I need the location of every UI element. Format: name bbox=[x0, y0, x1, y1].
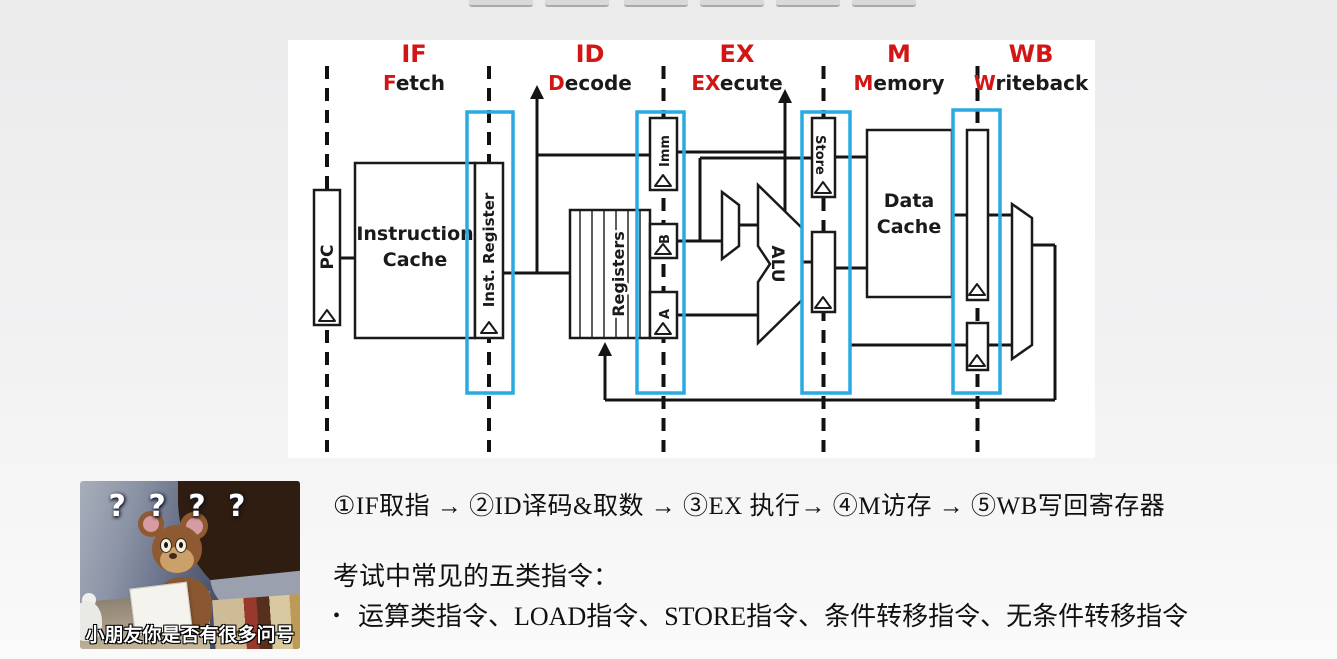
imm-register-label: Imm bbox=[658, 135, 673, 167]
data-cache-label-line2: Cache bbox=[877, 216, 941, 238]
jerry-tail bbox=[206, 615, 242, 637]
register-file-stripes bbox=[579, 210, 641, 338]
jerry-pupil-left bbox=[164, 542, 168, 548]
instruction-cache-label-line2: Cache bbox=[383, 249, 447, 271]
registers-label: Registers bbox=[609, 231, 628, 317]
stage-word-prefix: W bbox=[973, 71, 996, 95]
clock-chevrons bbox=[318, 174, 986, 367]
stage-abbr: M bbox=[887, 40, 911, 68]
a-register-label: A bbox=[658, 309, 673, 319]
jerry-nose bbox=[169, 553, 177, 559]
component-boxes bbox=[312, 116, 1034, 372]
top-tab-stub bbox=[700, 0, 764, 7]
top-tab-stub bbox=[469, 0, 533, 7]
alu-label: ALU bbox=[767, 245, 787, 282]
stage-abbr: ID bbox=[575, 40, 605, 68]
stage-label-if: IF Fetch bbox=[383, 41, 445, 94]
inst-register-box bbox=[473, 161, 505, 340]
branch-target-arrow bbox=[778, 89, 792, 103]
instruction-cache-box bbox=[353, 161, 477, 340]
next-pc-arrow bbox=[530, 85, 544, 99]
stage-label-id: ID Decode bbox=[548, 41, 632, 94]
stage-flow-text: ①IF取指 → ②ID译码&取数 → ③EX 执行→ ④M访存 → ⑤WB写回寄… bbox=[333, 493, 1166, 520]
stage-abbr: WB bbox=[1008, 40, 1054, 68]
operand-mux bbox=[720, 189, 741, 262]
wire-arrowheads bbox=[530, 85, 792, 356]
wb-register-2-box bbox=[965, 321, 990, 372]
b-register-label: B bbox=[658, 234, 673, 244]
stage-word-prefix: D bbox=[548, 71, 565, 95]
stage-label-m: M Memory bbox=[854, 41, 945, 94]
stage-word-rest: ecode bbox=[564, 71, 632, 95]
stage-abbr: EX bbox=[719, 40, 755, 68]
meme-caption: 小朋友你是否有很多问号 bbox=[85, 624, 295, 646]
stage-word: Fetch bbox=[383, 72, 445, 94]
store-register-box bbox=[810, 116, 837, 199]
data-cache-box bbox=[865, 128, 954, 299]
ex-m-highlight bbox=[800, 110, 852, 395]
meme-small-figure bbox=[80, 601, 102, 641]
if-id-highlight bbox=[465, 110, 515, 395]
id-ex-highlight bbox=[635, 110, 686, 395]
stage-word-rest: emory bbox=[873, 71, 945, 95]
stage-word-rest: ecute bbox=[719, 71, 783, 95]
stage-word: EXecute bbox=[691, 72, 782, 94]
stage-word-prefix: F bbox=[382, 71, 396, 95]
pc-register-box bbox=[312, 188, 342, 327]
alu-out-register-box bbox=[810, 230, 837, 314]
stage-label-ex: EX EXecute bbox=[691, 41, 782, 94]
top-tab-stub bbox=[776, 0, 840, 7]
instruction-cache-label-line1: Instruction bbox=[356, 223, 473, 245]
stage-label-wb: WB Writeback bbox=[974, 41, 1089, 94]
datapath-wires bbox=[341, 95, 1057, 402]
top-tab-stub bbox=[545, 0, 609, 7]
writeback-mux bbox=[1010, 201, 1034, 362]
top-tab-stub bbox=[852, 0, 916, 7]
wb-register-1-box bbox=[965, 128, 990, 302]
instruction-types-heading: 考试中常见的五类指令： bbox=[333, 562, 620, 591]
pipeline-register-highlights bbox=[465, 108, 1002, 395]
stage-word: Memory bbox=[854, 72, 945, 94]
jerry-inner-ear-left bbox=[143, 516, 159, 532]
stage-word: Decode bbox=[548, 72, 632, 94]
inst-register-label: Inst. Register bbox=[480, 192, 498, 307]
stage-word-rest: riteback bbox=[995, 71, 1089, 95]
stage-word: Writeback bbox=[974, 72, 1089, 94]
bullet-dot: • bbox=[333, 605, 341, 627]
stage-abbr: IF bbox=[401, 40, 427, 68]
data-cache-label-line1: Data bbox=[884, 190, 935, 212]
stage-word-rest: etch bbox=[395, 71, 446, 95]
store-register-label: Store bbox=[812, 135, 827, 175]
m-wb-highlight bbox=[951, 108, 1002, 395]
instruction-types-bullet-row: • 运算类指令、LOAD指令、STORE指令、条件转移指令、无条件转移指令 bbox=[333, 596, 1188, 633]
jerry-question-meme: ? ? ? ? 小朋友你是否有很多问号 bbox=[80, 481, 300, 649]
stage-word-prefix: EX bbox=[691, 71, 720, 95]
register-writeback-arrow bbox=[598, 342, 612, 356]
meme-question-marks: ? ? ? ? bbox=[108, 489, 252, 524]
pc-label: PC bbox=[318, 245, 338, 270]
jerry-pupil-right bbox=[179, 542, 183, 548]
instruction-types-list: 运算类指令、LOAD指令、STORE指令、条件转移指令、无条件转移指令 bbox=[358, 602, 1189, 631]
top-tab-stub bbox=[624, 0, 688, 7]
stage-word-prefix: M bbox=[853, 71, 874, 95]
